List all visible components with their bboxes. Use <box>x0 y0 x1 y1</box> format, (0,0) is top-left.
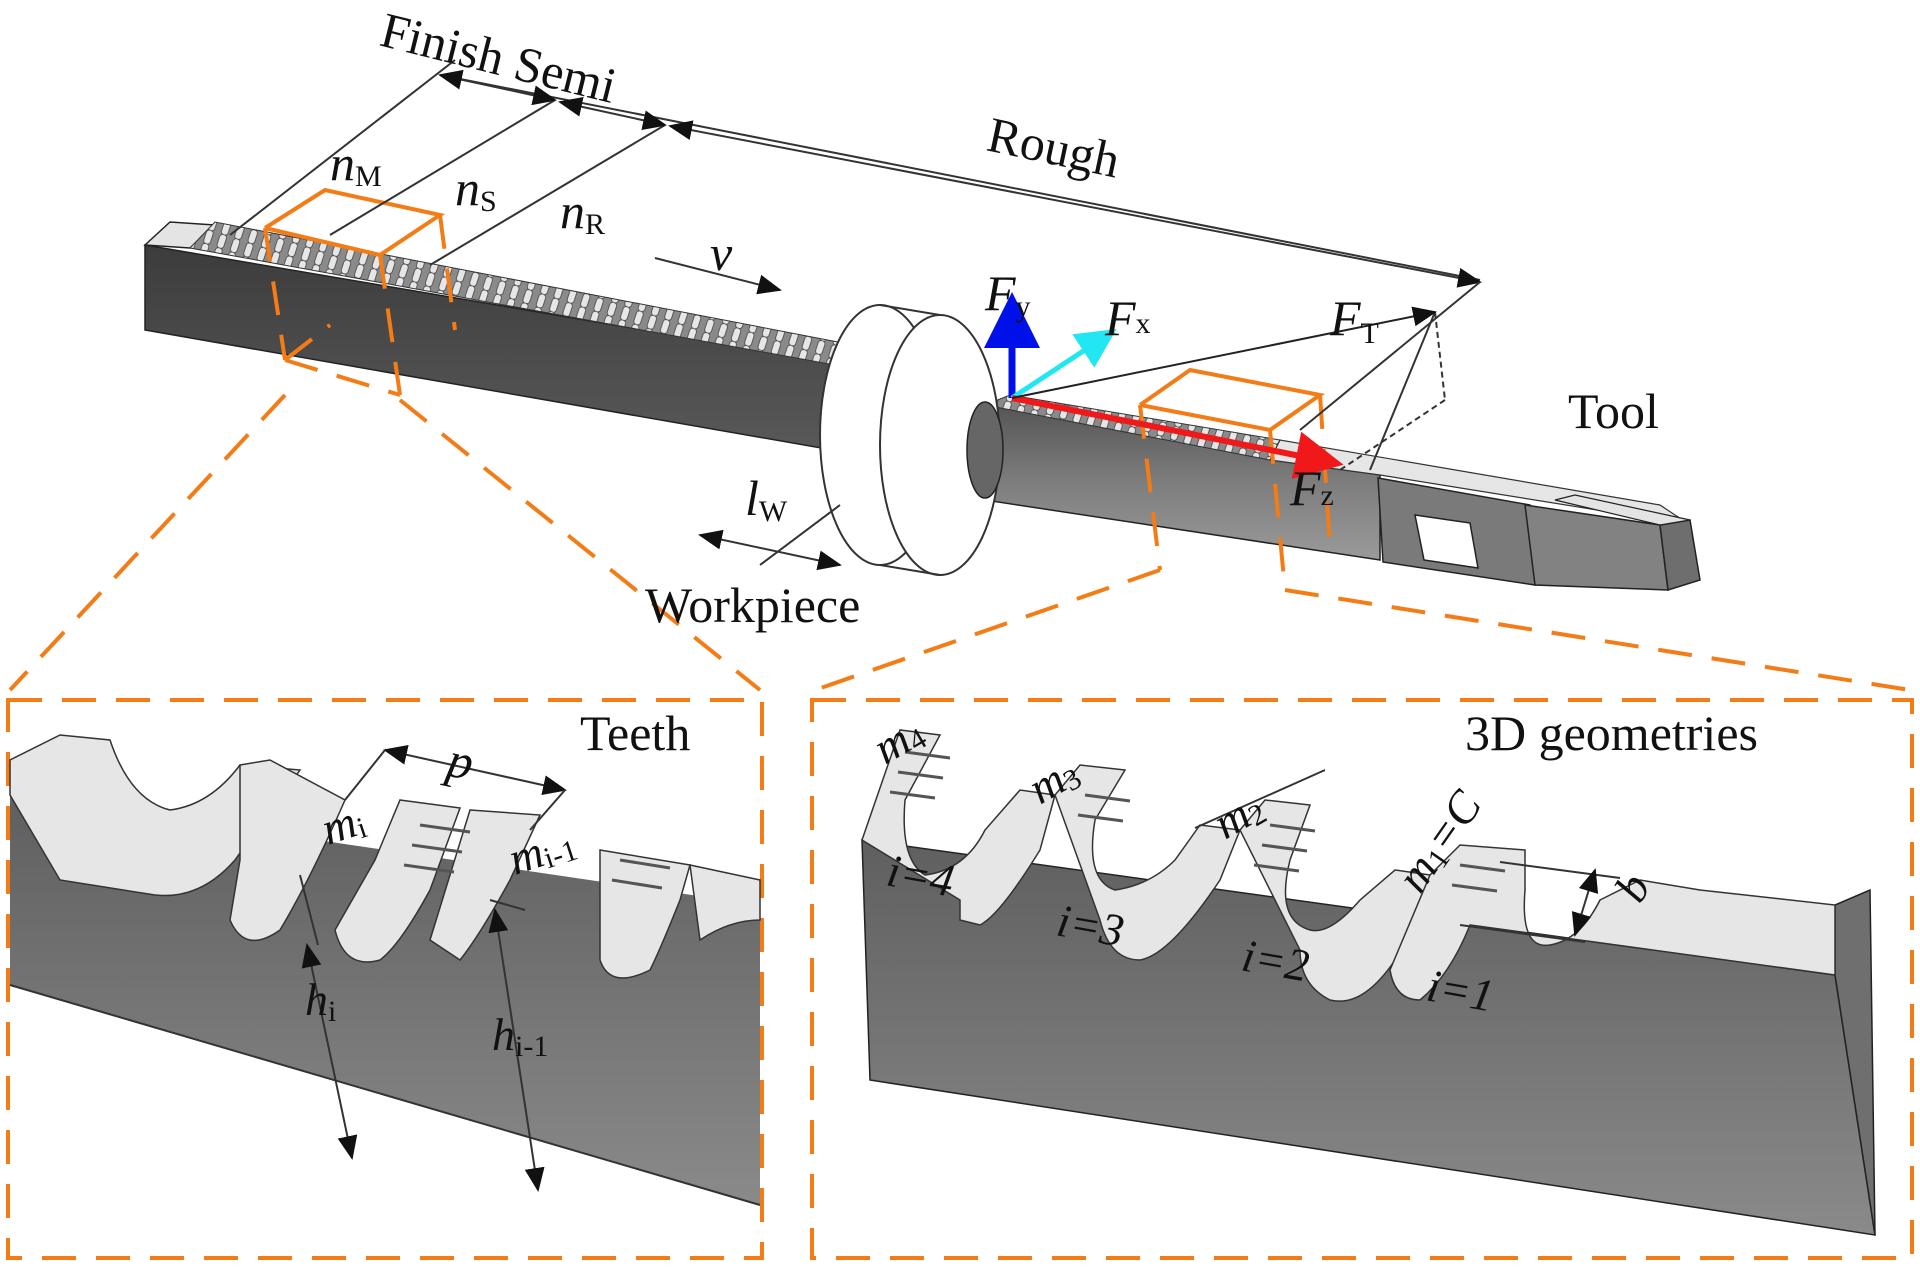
label-i2: i=2 <box>1238 930 1313 992</box>
label-lw: lW <box>745 470 788 528</box>
broach-end-block-side <box>1659 519 1701 591</box>
panel-teeth <box>6 698 764 1260</box>
label-i3: i=3 <box>1053 895 1128 957</box>
zoom-box-left <box>263 187 457 397</box>
label-finish-semi: Finish Semi <box>375 1 622 113</box>
label-i4: i=4 <box>883 845 958 907</box>
label-h-i: hi <box>305 974 336 1028</box>
panel-3d-geometries <box>810 698 1914 1260</box>
force-ft-arrow <box>1011 306 1437 399</box>
label-workpiece: Workpiece <box>645 577 860 633</box>
label-i1: i=1 <box>1423 960 1498 1022</box>
label-teeth: Teeth <box>580 705 690 761</box>
broach-window <box>1414 514 1479 569</box>
label-pitch: p <box>440 730 479 791</box>
label-n-r: nR <box>560 183 605 241</box>
teeth-body <box>10 795 760 1205</box>
label-n-s: nS <box>455 160 497 218</box>
label-fy: Fy <box>984 265 1031 323</box>
label-ft: FT <box>1329 290 1379 350</box>
label-rough: Rough <box>983 106 1125 189</box>
force-vectors <box>984 292 1437 479</box>
label-n-m: nM <box>330 135 382 193</box>
label-fz: Fz <box>1289 460 1334 516</box>
force-fx-arrow <box>1010 328 1117 401</box>
broach-tip-top <box>1554 494 1691 526</box>
zoom-projection-lines <box>8 393 1911 692</box>
workpiece-disc <box>819 304 1004 576</box>
label-fx: Fx <box>1104 290 1151 346</box>
label-tool: Tool <box>1568 383 1659 439</box>
label-3d-geometries: 3D geometries <box>1465 705 1758 761</box>
dimension-lines <box>229 59 1482 571</box>
force-fz-arrow <box>1011 395 1344 479</box>
broach-tool <box>143 221 1701 591</box>
label-velocity: v <box>710 225 733 281</box>
label-h-i-1: hi-1 <box>492 1009 548 1063</box>
